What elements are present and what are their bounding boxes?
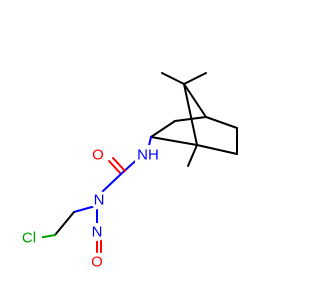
molecule-structure: O NH N N O Cl bbox=[20, 72, 238, 271]
bond-c3-c2 bbox=[150, 120, 176, 138]
atom-label-nh: NH bbox=[137, 147, 159, 164]
atom-n-nitroso: N bbox=[88, 223, 106, 241]
bond-carbonyl-double-a bbox=[108, 160, 122, 175]
bond-c4-c3 bbox=[174, 116, 207, 122]
atom-label-cl: Cl bbox=[22, 230, 36, 247]
bond-c2-c1 bbox=[150, 136, 198, 146]
atom-n-urea: N bbox=[90, 191, 108, 209]
atom-nh: NH bbox=[135, 145, 161, 164]
bond-c6-c1 bbox=[196, 144, 238, 155]
bond-c4-c5 bbox=[205, 116, 238, 129]
atom-label-n-urea: N bbox=[94, 192, 105, 209]
bond-c7-c4 bbox=[183, 83, 207, 118]
bonds bbox=[37, 72, 238, 253]
bond-c7-methyl-left bbox=[161, 72, 185, 85]
bond-carbonyl-double-b bbox=[112, 157, 126, 172]
atom-labels: O NH N N O Cl bbox=[20, 145, 161, 271]
atom-o-carbonyl: O bbox=[89, 146, 107, 164]
bond-c7-c1 bbox=[183, 83, 198, 146]
bond-ethyl-c-c bbox=[54, 211, 75, 236]
atom-o-nitroso: O bbox=[88, 253, 106, 271]
bond-c1-methyl bbox=[187, 144, 198, 167]
atom-label-o-carbonyl: O bbox=[92, 147, 104, 164]
bond-c7-methyl-right bbox=[183, 72, 207, 85]
atom-cl: Cl bbox=[20, 229, 42, 247]
bond-carbonyl-c-n bbox=[101, 173, 122, 193]
atom-label-n-nitroso: N bbox=[92, 224, 103, 241]
atom-label-o-nitroso: O bbox=[91, 254, 103, 271]
